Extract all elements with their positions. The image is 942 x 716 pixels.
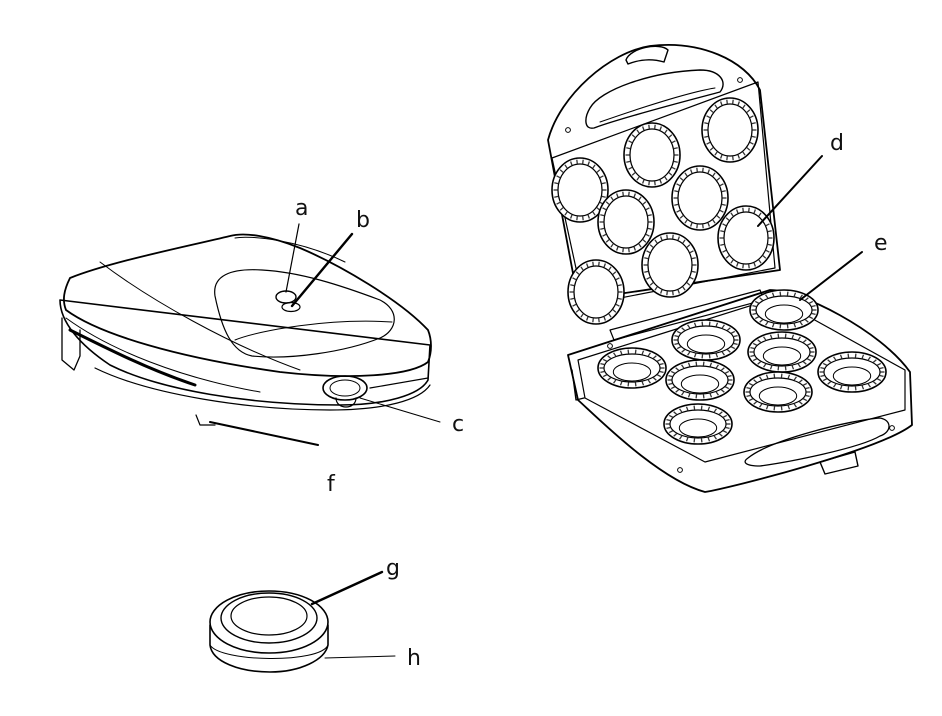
upper-mould-ring xyxy=(551,157,609,223)
lower-mould-cup xyxy=(663,403,733,445)
lower-mould-cup xyxy=(743,371,813,413)
lower-mould-cup xyxy=(747,331,817,373)
upper-mould-ring xyxy=(597,189,655,255)
upper-mould-ring xyxy=(701,97,759,163)
leader-line-f xyxy=(209,421,319,446)
lower-mould-cup xyxy=(665,359,735,401)
lower-mould-cup xyxy=(597,347,667,389)
leader-lines xyxy=(209,155,863,659)
leader-line-d xyxy=(757,155,823,227)
leader-line-h xyxy=(324,655,396,659)
leader-line-e xyxy=(799,251,863,301)
upper-mould-ring xyxy=(671,165,729,231)
label-a: a xyxy=(295,196,309,221)
upper-mould-ring xyxy=(641,232,699,298)
label-g: g xyxy=(386,556,400,581)
upper-mould-ring xyxy=(623,122,681,188)
lower-mould-cup xyxy=(749,289,819,331)
leader-line-g xyxy=(310,570,384,606)
leader-line-c xyxy=(359,397,441,423)
lower-mould-cups xyxy=(597,289,887,445)
lower-mould-cup xyxy=(817,351,887,393)
upper-mould-ring xyxy=(567,259,625,325)
leader-line-a xyxy=(285,223,300,293)
label-c: c xyxy=(452,412,465,437)
label-h: h xyxy=(407,646,421,671)
lower-mould-cup xyxy=(671,319,741,361)
open-appliance xyxy=(547,44,913,493)
label-d: d xyxy=(830,131,844,156)
upper-mould-ring xyxy=(717,205,775,271)
label-e: e xyxy=(874,231,888,256)
pastry-cutter-ring xyxy=(209,590,329,673)
label-f: f xyxy=(327,472,335,497)
leader-line-b xyxy=(290,232,354,308)
label-b: b xyxy=(356,208,370,233)
upper-mould-rings xyxy=(551,97,775,325)
closed-appliance xyxy=(59,233,432,426)
